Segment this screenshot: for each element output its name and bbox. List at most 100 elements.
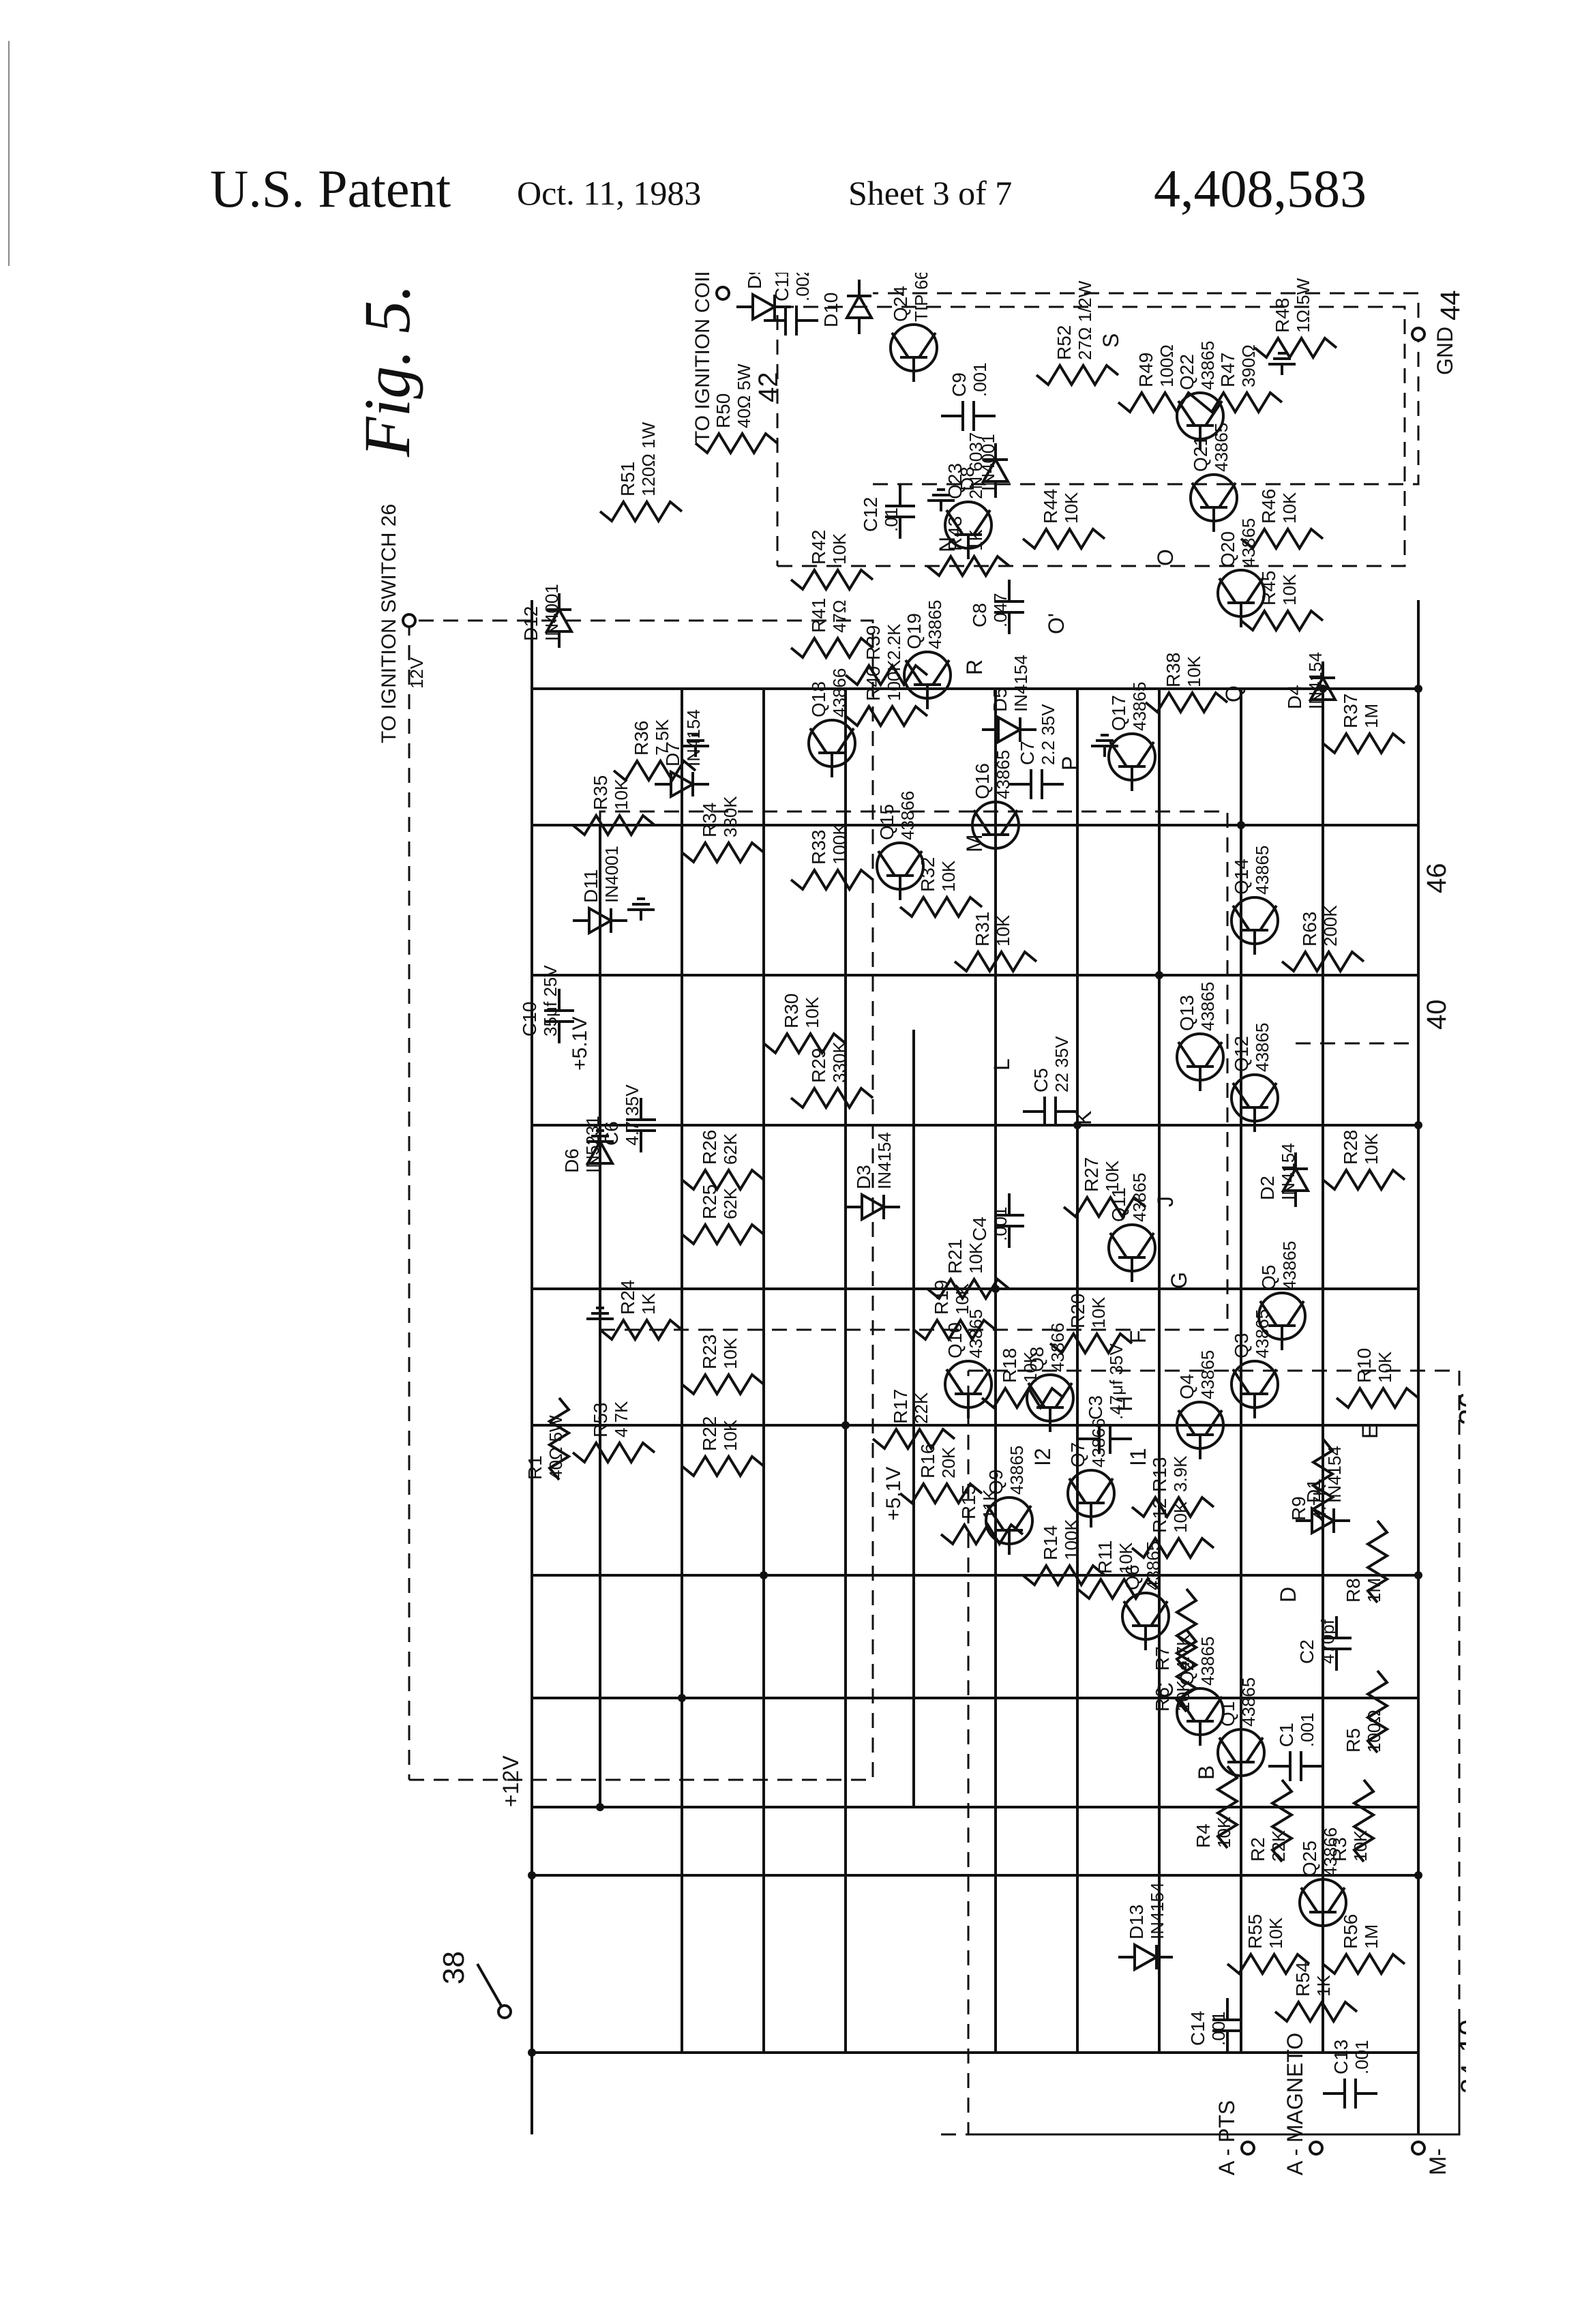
value-r26: 62K <box>720 1133 741 1165</box>
value-d11: IN4001 <box>601 846 622 903</box>
label-q14: Q14 <box>1231 859 1252 895</box>
label-r44: R44 <box>1040 489 1061 524</box>
label-r63: R63 <box>1299 912 1320 947</box>
label-r22: R22 <box>699 1416 720 1451</box>
junction-dot <box>1319 685 1327 693</box>
value-r38: 10K <box>1184 655 1204 687</box>
wire <box>919 333 936 357</box>
label-rail-plus5v-a: +5.1V <box>569 1017 591 1071</box>
value-r21: 10K <box>966 1242 986 1274</box>
label-d7: D7 <box>662 742 683 766</box>
junction-dot <box>760 1571 768 1579</box>
callout-10: 10 <box>1453 2019 1466 2053</box>
value-r4: 10K <box>1214 1816 1234 1848</box>
value-c13: .001 <box>1352 2040 1372 2074</box>
label-q18: Q18 <box>808 681 829 717</box>
patent-header: U.S. Patent Oct. 11, 1983 Sheet 3 of 7 4… <box>0 158 1582 240</box>
value-c14: .001 <box>1208 2011 1229 2046</box>
label-r23: R23 <box>699 1335 720 1369</box>
label-r55: R55 <box>1244 1914 1266 1949</box>
value-q16: 43865 <box>993 750 1013 799</box>
label-m-minus: M- <box>1425 2148 1451 2175</box>
value-r30: 10K <box>802 996 822 1028</box>
resistor-r25 <box>682 1225 764 1244</box>
value-r39: 2.2K <box>884 623 904 660</box>
figure-label: Fig. 5. <box>350 284 423 458</box>
value-r28: 10K <box>1361 1133 1382 1165</box>
value-q22: 43865 <box>1197 341 1218 390</box>
patent-number: 4,408,583 <box>1154 158 1367 220</box>
wire <box>892 333 908 357</box>
terminal-ignition-switch <box>403 614 415 627</box>
label-q25: Q25 <box>1299 1841 1320 1877</box>
value-r47: 390Ω <box>1238 344 1259 387</box>
resistor-r28 <box>1323 1170 1405 1189</box>
label-r16: R16 <box>917 1444 938 1478</box>
value-r24: 1K <box>638 1293 659 1315</box>
label-r4: R4 <box>1193 1823 1214 1848</box>
value-d12: IN4001 <box>541 584 562 641</box>
label-rail-plus5v-b: +5.1V <box>882 1467 905 1521</box>
junction-dot <box>991 1285 1000 1293</box>
label-c8: C8 <box>969 603 990 627</box>
value-q11: 43865 <box>1129 1173 1150 1222</box>
value-r34: 330K <box>720 796 741 837</box>
resistor-r42 <box>791 570 873 589</box>
value-q17: 43865 <box>1129 682 1150 731</box>
value-d1: IN4154 <box>1324 1446 1345 1503</box>
value-r49: 100Ω <box>1156 344 1177 387</box>
label-r37: R37 <box>1340 694 1361 728</box>
wire <box>1001 810 1017 835</box>
label-q12: Q12 <box>1231 1036 1252 1072</box>
junction-dot <box>528 1871 536 1879</box>
block-outline-switch <box>409 621 873 1780</box>
value-r17: 22K <box>911 1392 931 1424</box>
label-c12: C12 <box>860 497 881 532</box>
wire <box>946 1369 963 1394</box>
value-r3: 10K <box>1350 1830 1371 1862</box>
wire <box>1206 401 1222 426</box>
junction-dot <box>841 1421 850 1429</box>
node-label-p: P <box>1058 756 1082 771</box>
label-a-magneto: A - MAGNETO <box>1283 2033 1307 2175</box>
value-r32: 10K <box>938 860 959 892</box>
label-rail-plus12v: +12V <box>498 1755 523 1807</box>
node-label-k: K <box>1071 1111 1096 1125</box>
label-r35: R35 <box>590 775 611 810</box>
terminal-m-minus <box>1412 2142 1424 2154</box>
value-r41: 47Ω <box>829 600 850 633</box>
node-label-n: N <box>935 537 959 552</box>
label-r20: R20 <box>1067 1294 1088 1328</box>
node-label-s: S <box>1099 333 1123 348</box>
node-label-f: F <box>1126 1330 1150 1343</box>
value-c12: .01 <box>881 507 901 532</box>
wire <box>1056 1383 1072 1407</box>
value-r31: 10K <box>993 914 1013 947</box>
diode-d5 <box>998 717 1020 742</box>
label-d9: D9 <box>744 273 765 289</box>
resistor-r56 <box>1323 1954 1405 1973</box>
resistor-r26 <box>682 1170 764 1189</box>
label-r10: R10 <box>1354 1348 1375 1383</box>
value-q5: 43865 <box>1279 1241 1300 1290</box>
wire <box>1015 1506 1031 1530</box>
value-r42: 10K <box>829 533 850 565</box>
value-q20: 43865 <box>1238 518 1259 567</box>
value-r51: 120Ω 1W <box>638 422 659 497</box>
value-q2: 43865 <box>1197 1637 1218 1686</box>
junction-dot <box>596 1803 604 1811</box>
switch-38 <box>477 1964 505 2012</box>
label-r38: R38 <box>1163 653 1184 687</box>
label-r17: R17 <box>890 1389 911 1424</box>
label-r48: R48 <box>1272 298 1293 333</box>
wire <box>1178 1042 1195 1067</box>
value-r16: 20K <box>938 1446 959 1478</box>
value-r13: 3.9K <box>1170 1455 1191 1492</box>
sheet-number: Sheet 3 of 7 <box>848 173 1012 213</box>
wire <box>1328 1888 1345 1912</box>
label-q19: Q19 <box>904 613 925 649</box>
value-r20: 10K <box>1088 1296 1109 1328</box>
wire <box>1124 1601 1140 1626</box>
callout-42: 42 <box>753 372 783 403</box>
value-r10: 10K <box>1375 1351 1395 1383</box>
